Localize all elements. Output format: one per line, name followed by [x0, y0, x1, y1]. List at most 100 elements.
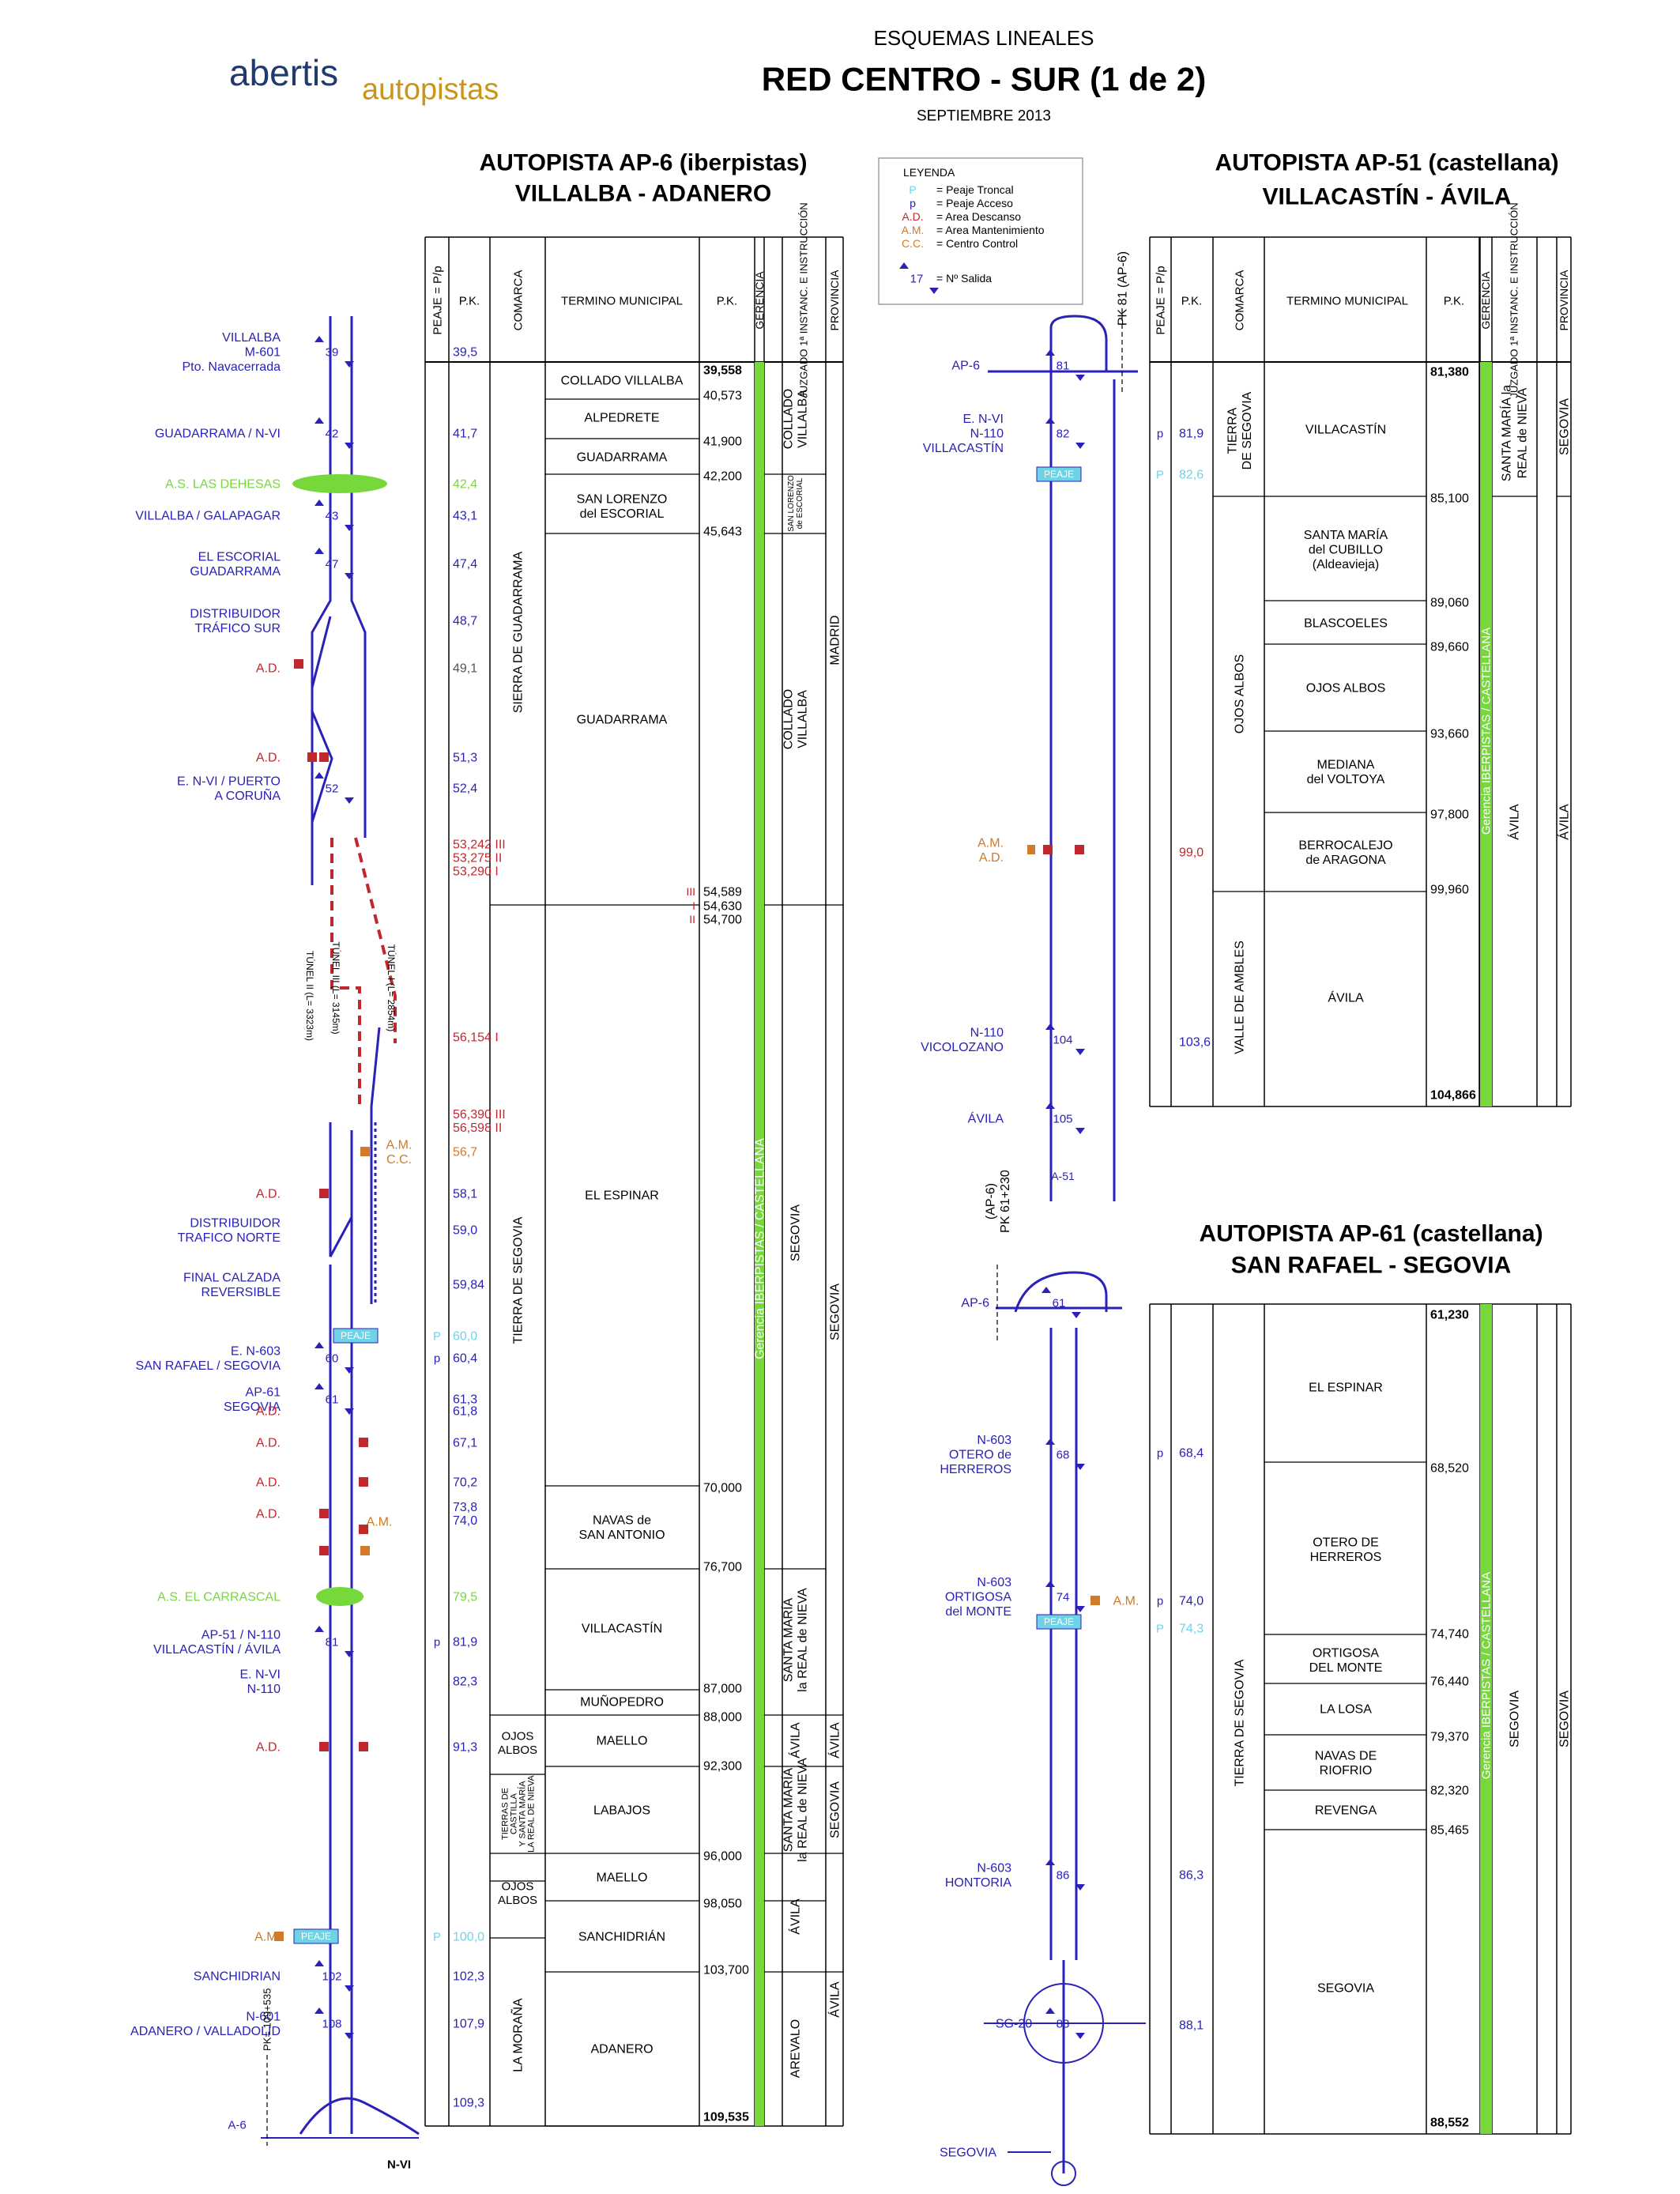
legend-symbol: A.D.: [902, 210, 923, 223]
ap6-peaje: P: [433, 1930, 441, 1943]
ap51-peaje: p: [1157, 427, 1163, 440]
ap6-juzgado: SANTA MARÍAla REAL de NIEVA: [781, 1588, 810, 1692]
ap61-peaje: p: [1157, 1446, 1163, 1460]
exit-number: 42: [326, 427, 339, 440]
ap61-pk2: 82,320: [1430, 1785, 1469, 1798]
ap6-pk: 42,4: [453, 478, 477, 492]
col-header: P.K.: [717, 294, 737, 307]
exit-arrow-icon: [1045, 349, 1085, 381]
exit-arrow-icon: [1045, 1859, 1085, 1891]
ap6-pk: 41,7: [453, 428, 477, 441]
exit-arrow-icon: [315, 417, 354, 449]
ap61-pk2: 61,230: [1430, 1309, 1469, 1322]
exit-arrow-icon: [315, 548, 354, 579]
ap51-ap6-label: AP-6: [951, 360, 980, 373]
end-pk-label: PK= 109+535: [262, 1988, 273, 2051]
rest-area-marker: [319, 1742, 329, 1751]
gerencia-label: Gerencia IBERPISTAS / CASTELLANA: [754, 1138, 767, 1359]
ap6-comarca: SIERRA DE GUADARRAMA: [512, 551, 525, 713]
legend-symbol: p: [910, 197, 916, 209]
exit-number: 47: [326, 557, 339, 571]
ap51-provincia: SEGOVIA: [1558, 398, 1572, 455]
ap51-pk2: 89,060: [1430, 597, 1469, 610]
road-path: [370, 1027, 381, 1304]
rest-area-marker: [319, 1189, 329, 1198]
toll-sign: [1036, 466, 1082, 482]
toll-sign-label: PEAJE: [301, 1931, 331, 1942]
exit-number: 74: [1057, 1590, 1070, 1604]
ap6-pk2: 92,300: [703, 1760, 742, 1774]
ap6-pk2: 103,700: [703, 1964, 749, 1977]
ap6-juzgado: SANTA MARÍAla REAL de NIEVA: [781, 1758, 810, 1862]
ap6-junction-label: A.D.: [256, 752, 281, 765]
exit-arrow-icon: [1045, 1581, 1085, 1612]
legend-title: LEYENDA: [903, 166, 955, 179]
ap6-municipio: EL ESPINAR: [585, 1189, 659, 1203]
supertitle: ESQUEMAS LINEALES: [874, 26, 1094, 50]
col-header: PROVINCIA: [828, 270, 841, 331]
ap6-pk: 39,5: [453, 346, 477, 360]
ap6-pk: 60,0: [453, 1330, 477, 1344]
ap6-junction-label: SANCHIDRIAN: [194, 1970, 281, 1984]
ap6-junction-label: GUADARRAMA / N-VI: [155, 428, 281, 441]
exit-number: 108: [322, 2017, 341, 2030]
ap61-pk2: 85,465: [1430, 1824, 1469, 1838]
ap51-title: AUTOPISTA AP-51 (castellana): [1215, 150, 1558, 176]
ap6-comarca: TIERRAS DECASTILLAY SANTA MARÍALA REAL D…: [500, 1774, 536, 1852]
legend-text: = Peaje Troncal: [936, 183, 1014, 196]
ap61-pk: 74,3: [1179, 1623, 1203, 1636]
ap6-pk: 48,7: [453, 615, 477, 628]
toll-sign: [293, 1928, 339, 1944]
tunnel-mark: II: [689, 913, 695, 925]
ap6-comarca: TIERRA DE SEGOVIA: [512, 1216, 525, 1344]
ap51-pk2: 99,960: [1430, 884, 1469, 897]
ap51-subtitle: VILLACASTÍN - ÁVILA: [1263, 183, 1512, 210]
rest-area-marker: [294, 659, 303, 669]
ap6-pk: 82,3: [453, 1676, 477, 1689]
col-header: GERENCIA: [1479, 271, 1492, 330]
ap51-provincia: ÁVILA: [1557, 804, 1572, 840]
ap51-pk: 99,0: [1179, 846, 1203, 860]
ap6-subtitle: VILLALBA - ADANERO: [515, 181, 771, 207]
ap6-pk2: 76,700: [703, 1561, 742, 1574]
maintenance-marker: [274, 1932, 284, 1941]
a6-label: A-6: [228, 2118, 246, 2132]
ap6-pk: 56,154 I: [453, 1031, 499, 1045]
ap51-pk2: 97,800: [1430, 809, 1469, 822]
ap6-pk2: 98,050: [703, 1898, 742, 1911]
exit-number: 86: [1057, 1868, 1070, 1882]
ap51-municipio: ÁVILA: [1328, 990, 1364, 1005]
ap61-junction-label: SG-20: [996, 2018, 1032, 2031]
ap6-municipio: ADANERO: [590, 2043, 653, 2056]
legend-text: = Area Descanso: [936, 210, 1021, 223]
service-area-marker: [292, 474, 387, 493]
rest-area-marker: [319, 752, 329, 762]
ap6-junction-label: A.D.: [256, 1188, 281, 1201]
ap6-provincia: SEGOVIA: [829, 1284, 842, 1340]
ap51-pk2: 85,100: [1430, 492, 1469, 506]
ap6-pk: 60,4: [453, 1352, 477, 1366]
ap6-juzgado: COLLADOVILLALBA: [782, 689, 810, 749]
legend-text: = Area Mantenimiento: [936, 224, 1045, 236]
ap6-municipio: MUÑOPEDRO: [580, 1694, 664, 1710]
exit-arrow-icon: [315, 2007, 354, 2039]
exit-number: 105: [1053, 1112, 1072, 1125]
main-title: RED CENTRO - SUR (1 de 2): [762, 61, 1206, 98]
ap61-subtitle: SAN RAFAEL - SEGOVIA: [1231, 1253, 1512, 1279]
ap61-title: AUTOPISTA AP-61 (castellana): [1199, 1221, 1543, 1247]
ap6-municipio: LABAJOS: [593, 1804, 650, 1818]
ap6-pk: 49,1: [453, 662, 477, 676]
ap51-pk2: 104,866: [1430, 1089, 1476, 1103]
ap6-juzgado: SEGOVIA: [789, 1204, 803, 1261]
ap61-pk: 68,4: [1179, 1447, 1203, 1461]
